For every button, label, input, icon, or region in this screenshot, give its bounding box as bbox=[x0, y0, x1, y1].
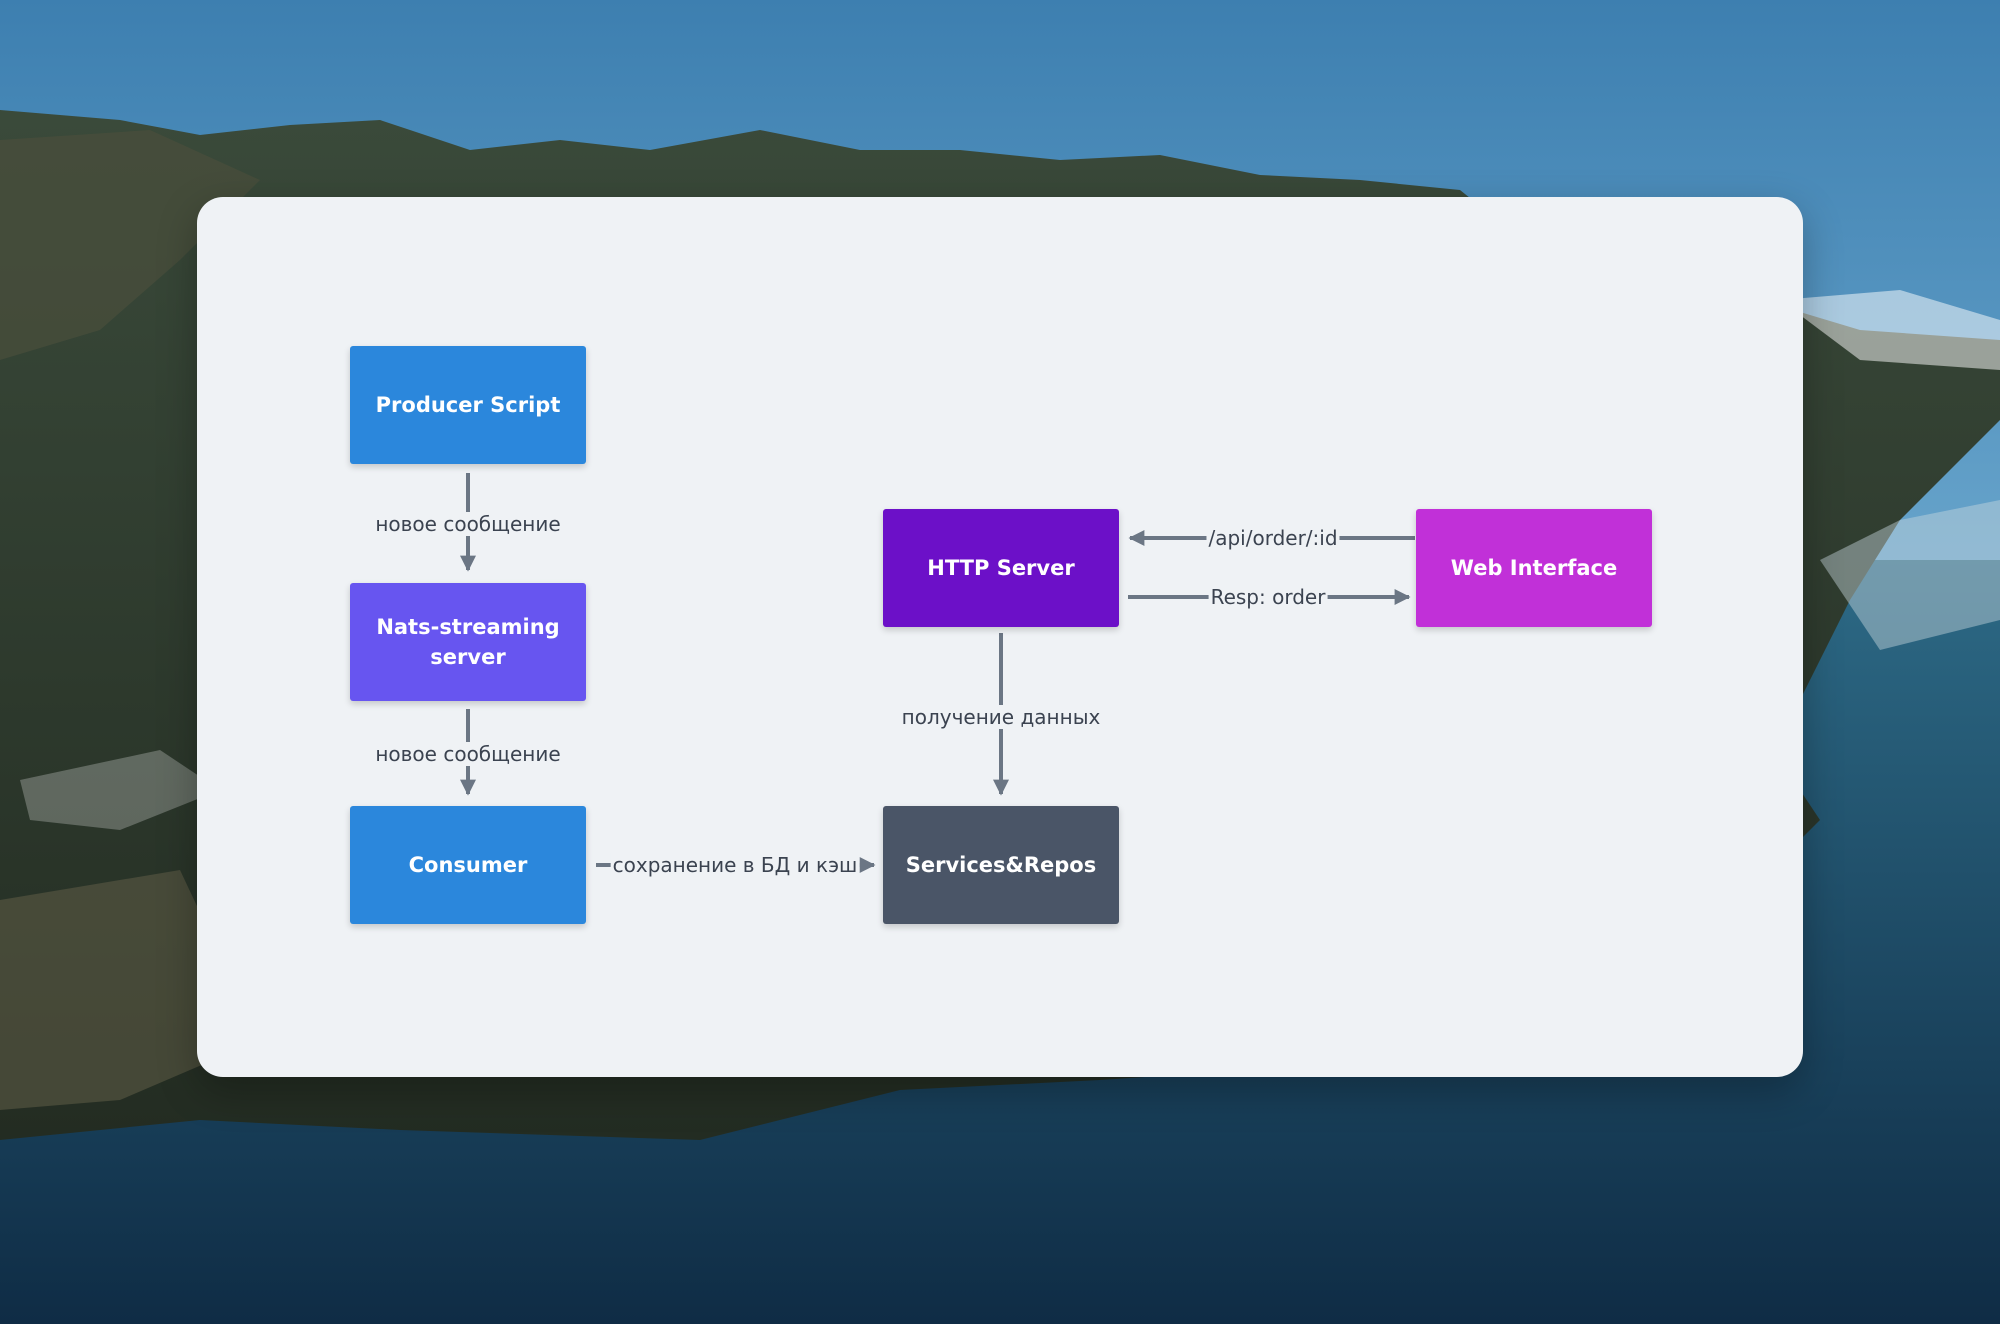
node-producer-script: Producer Script bbox=[350, 346, 586, 464]
edge-label-http-to-web: Resp: order bbox=[1208, 585, 1328, 609]
edge-label-web-to-http: /api/order/:id bbox=[1206, 526, 1340, 550]
node-nats-streaming-server-label: Nats-streaming server bbox=[376, 615, 560, 669]
node-http-server: HTTP Server bbox=[883, 509, 1119, 627]
edge-label-nats-to-consumer: новое сообщение bbox=[373, 742, 563, 766]
node-nats-streaming-server: Nats-streaming server bbox=[350, 583, 586, 701]
node-consumer-label: Consumer bbox=[408, 853, 528, 877]
node-services-repos: Services&Repos bbox=[883, 806, 1119, 924]
edge-label-consumer-to-services: сохранение в БД и кэш bbox=[610, 853, 860, 877]
node-web-interface-label: Web Interface bbox=[1450, 556, 1618, 580]
diagram-canvas: Producer Script Nats-streaming server Co… bbox=[197, 197, 1803, 1077]
edge-label-producer-to-nats: новое сообщение bbox=[373, 512, 563, 536]
node-consumer: Consumer bbox=[350, 806, 586, 924]
node-producer-script-label: Producer Script bbox=[375, 393, 561, 417]
node-services-repos-label: Services&Repos bbox=[905, 853, 1097, 877]
node-http-server-label: HTTP Server bbox=[927, 556, 1075, 580]
node-web-interface: Web Interface bbox=[1416, 509, 1652, 627]
edge-label-http-to-services: получение данных bbox=[899, 705, 1103, 729]
